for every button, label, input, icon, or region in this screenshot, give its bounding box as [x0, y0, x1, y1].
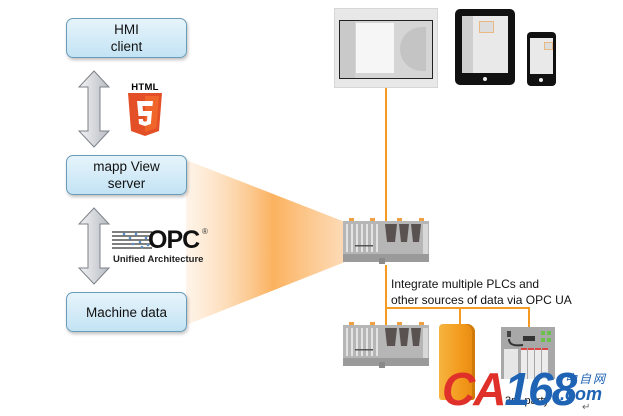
plc-controller-2-icon — [343, 322, 429, 368]
panel-screen-content — [356, 23, 394, 73]
panel-screen — [339, 20, 433, 79]
tablet-device — [455, 9, 515, 85]
mapp-view-server-node: mapp View server — [66, 155, 187, 195]
panel-screen-sidebar — [340, 21, 355, 78]
bus-line — [385, 307, 530, 309]
opc-stripes-icon — [112, 231, 152, 249]
opc-word: OPC — [148, 226, 200, 254]
link-plc-to-bus — [385, 265, 387, 309]
opc-subtitle: Unified Architecture — [113, 254, 204, 265]
mapp-view-line2: server — [107, 176, 146, 191]
machine-data-label: Machine data — [85, 304, 168, 320]
panel-device — [334, 8, 438, 88]
ca168-watermark: CA168 — [442, 362, 577, 415]
watermark-brand-ca: CA — [442, 363, 506, 415]
third-party-label: 3rd-party — [505, 395, 549, 407]
integration-caption-line1: Integrate multiple PLCs and — [391, 277, 540, 291]
link-bus-3rdparty — [528, 307, 530, 329]
third-party-controller-icon — [501, 327, 555, 379]
tablet-home-button — [483, 77, 487, 81]
watermark-cn-text: 中自网 — [565, 372, 608, 386]
link-bus-plc2 — [385, 307, 387, 325]
integration-caption: Integrate multiple PLCs and other source… — [391, 276, 572, 308]
watermark-domain: .com — [560, 384, 603, 404]
opc-registered-mark: ® — [202, 227, 208, 236]
phone-screen — [530, 38, 553, 74]
double-arrow-icon — [78, 70, 110, 148]
mapp-view-line1: mapp View — [93, 159, 160, 174]
phone-home-button — [539, 78, 543, 82]
return-mark-icon: ↵ — [582, 402, 591, 413]
link-bus-pc — [459, 307, 461, 325]
plc-controller-icon — [343, 218, 429, 264]
watermark-brand-168: 168 — [504, 363, 577, 415]
html5-logo: HTML — [126, 82, 164, 142]
panel-screen-dial — [400, 27, 426, 71]
html5-shield-icon — [128, 93, 162, 136]
html5-title: HTML — [131, 82, 159, 93]
hmi-client-line2: client — [110, 39, 143, 54]
machine-data-node: Machine data — [66, 292, 187, 332]
link-panel-to-plc — [385, 86, 387, 226]
opc-ua-logo: OPC ® Unified Architecture — [112, 226, 208, 267]
tablet-screen — [462, 16, 508, 73]
phone-device — [527, 32, 556, 86]
integration-caption-line2: other sources of data via OPC UA — [391, 293, 572, 307]
hmi-client-line1: HMI — [114, 22, 139, 37]
double-arrow-icon — [78, 207, 110, 285]
industrial-pc-icon — [439, 324, 475, 400]
third-party-text: 3rd-party — [505, 395, 550, 407]
hmi-client-node: HMI client — [66, 18, 187, 58]
